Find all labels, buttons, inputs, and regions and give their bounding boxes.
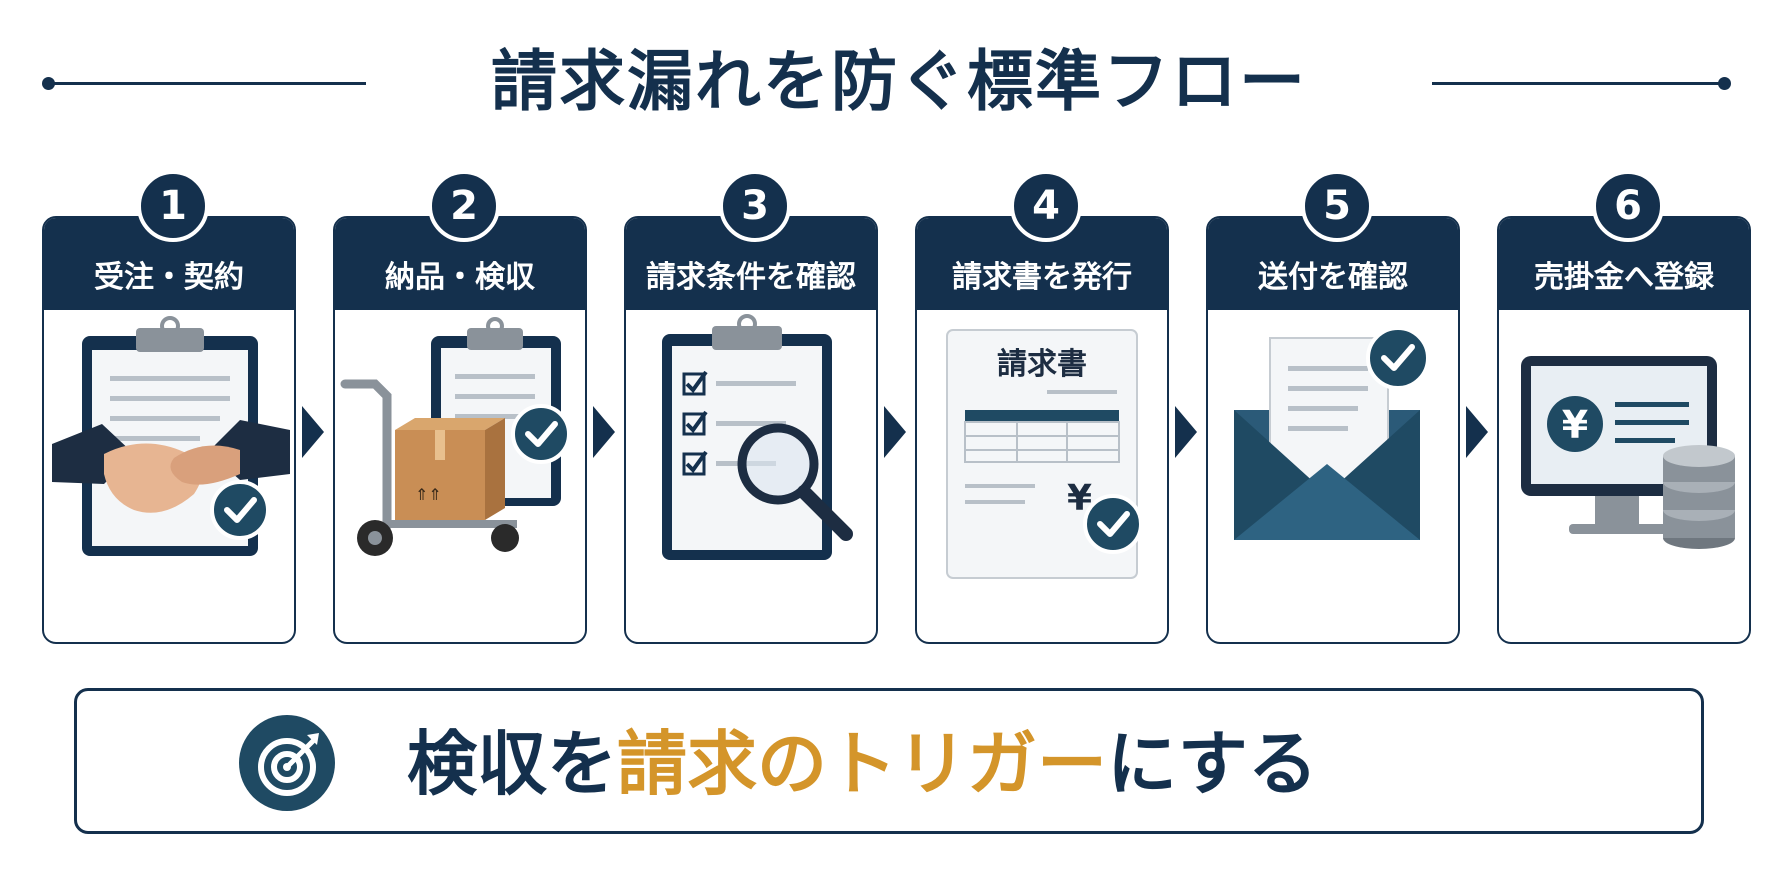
step-label: 送付を確認 [1258, 260, 1408, 295]
arrow-right-icon [1466, 406, 1488, 458]
yen-symbol: ¥ [1562, 403, 1588, 447]
arrow-right-icon [1175, 406, 1197, 458]
banner-text-after: にする [1107, 723, 1318, 805]
step-label: 受注・契約 [94, 260, 244, 295]
title-rule-left [48, 82, 366, 85]
step-label: 請求条件を確認 [646, 260, 856, 295]
banner-text-before: 検収を [407, 723, 617, 805]
invoice-title: 請求書 [997, 347, 1087, 382]
step-card: 売掛金へ登録 ¥ [1497, 216, 1751, 644]
step-number-badge: 2 [428, 170, 500, 242]
hand-truck-box-icon: ⇑⇑ [340, 317, 571, 556]
title-dot-right [1718, 77, 1731, 90]
arrow-right-icon [302, 406, 324, 458]
step-number-badge: 1 [137, 170, 209, 242]
handshake-clipboard-icon [52, 316, 290, 556]
arrow-right-icon [884, 406, 906, 458]
arrow-right-icon [593, 406, 615, 458]
checklist-magnifier-icon [662, 314, 853, 560]
title-row: 請求漏れを防ぐ標準フロー [0, 42, 1774, 122]
step-1: 受注・契約 1 [42, 170, 296, 644]
step-2: 納品・検収 ⇑⇑ 2 [333, 170, 587, 644]
envelope-check-icon [1234, 326, 1430, 540]
title-rule-right [1432, 82, 1724, 85]
monitor-database-icon: ¥ [1521, 356, 1735, 549]
step-card: 請求書を発行 請求書 ¥ [915, 216, 1169, 644]
svg-text:⇑⇑: ⇑⇑ [415, 485, 442, 504]
key-message-banner: 検収を請求のトリガーにする [74, 688, 1704, 834]
step-number-badge: 5 [1301, 170, 1373, 242]
step-5: 送付を確認 5 [1206, 170, 1460, 644]
banner-message: 検収を請求のトリガーにする [407, 691, 1318, 837]
step-number-badge: 3 [719, 170, 791, 242]
target-icon [239, 715, 335, 811]
step-6: 売掛金へ登録 ¥ 6 [1497, 170, 1751, 644]
step-card: 納品・検収 ⇑⇑ [333, 216, 587, 644]
page-title: 請求漏れを防ぐ標準フロー [491, 43, 1307, 120]
step-label: 請求書を発行 [952, 260, 1132, 295]
step-card: 受注・契約 [42, 216, 296, 644]
step-3: 請求条件を確認 3 [624, 170, 878, 644]
step-label: 売掛金へ登録 [1534, 260, 1714, 295]
invoice-document-icon: 請求書 ¥ [946, 329, 1143, 579]
step-card: 送付を確認 [1206, 216, 1460, 644]
step-label: 納品・検収 [385, 260, 535, 295]
title-dot-left [42, 77, 55, 90]
banner-text-accent: 請求のトリガー [617, 723, 1107, 805]
step-4: 請求書を発行 請求書 ¥ 4 [915, 170, 1169, 644]
step-number-badge: 6 [1592, 170, 1664, 242]
step-card: 請求条件を確認 [624, 216, 878, 644]
step-number-badge: 4 [1010, 170, 1082, 242]
